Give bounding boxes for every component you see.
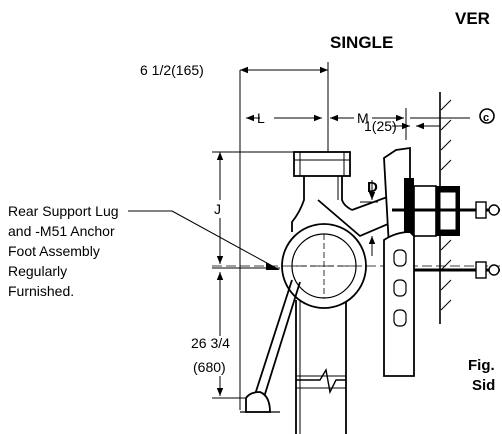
dimension-j: J xyxy=(212,151,300,264)
side-label: Sid xyxy=(472,377,495,394)
anchor-foot-assembly xyxy=(240,279,301,413)
dim-j-label: J xyxy=(214,201,221,217)
dimension-overall-width: 6 1/2(165) xyxy=(140,62,329,410)
dimension-gap: 1(25) xyxy=(364,118,440,134)
callout-line-4: Regularly xyxy=(8,263,67,279)
support-plate xyxy=(383,231,415,377)
callout-note: Rear Support Lug and -M51 Anchor Foot As… xyxy=(8,203,280,299)
callout-line-5: Furnished. xyxy=(8,283,74,299)
dimension-m: M xyxy=(330,108,470,140)
height-mm-label: (680) xyxy=(193,359,226,375)
dimension-l: L xyxy=(246,110,322,126)
figure-label: Fig. xyxy=(468,357,495,374)
height-in-label: 26 3/4 xyxy=(191,335,230,351)
callout-line-2: and -M51 Anchor xyxy=(8,223,115,239)
dim-m-label: M xyxy=(357,110,369,126)
dim-l-label: L xyxy=(257,110,265,126)
dim-gap-label: 1(25) xyxy=(364,118,397,134)
callout-line-3: Foot Assembly xyxy=(8,243,100,259)
title-ver: VER xyxy=(455,9,490,28)
centerline-mark: c xyxy=(483,112,489,124)
centerline-symbol: c xyxy=(479,108,495,124)
carrier-body xyxy=(281,151,403,434)
dim-d-label: D xyxy=(367,179,378,196)
callout-line-1: Rear Support Lug xyxy=(8,203,119,219)
dimension-d: D xyxy=(360,179,378,256)
dimension-height: 26 3/4 (680) xyxy=(191,267,280,399)
overall-width-label: 6 1/2(165) xyxy=(140,62,204,78)
title-single: SINGLE xyxy=(330,33,393,52)
